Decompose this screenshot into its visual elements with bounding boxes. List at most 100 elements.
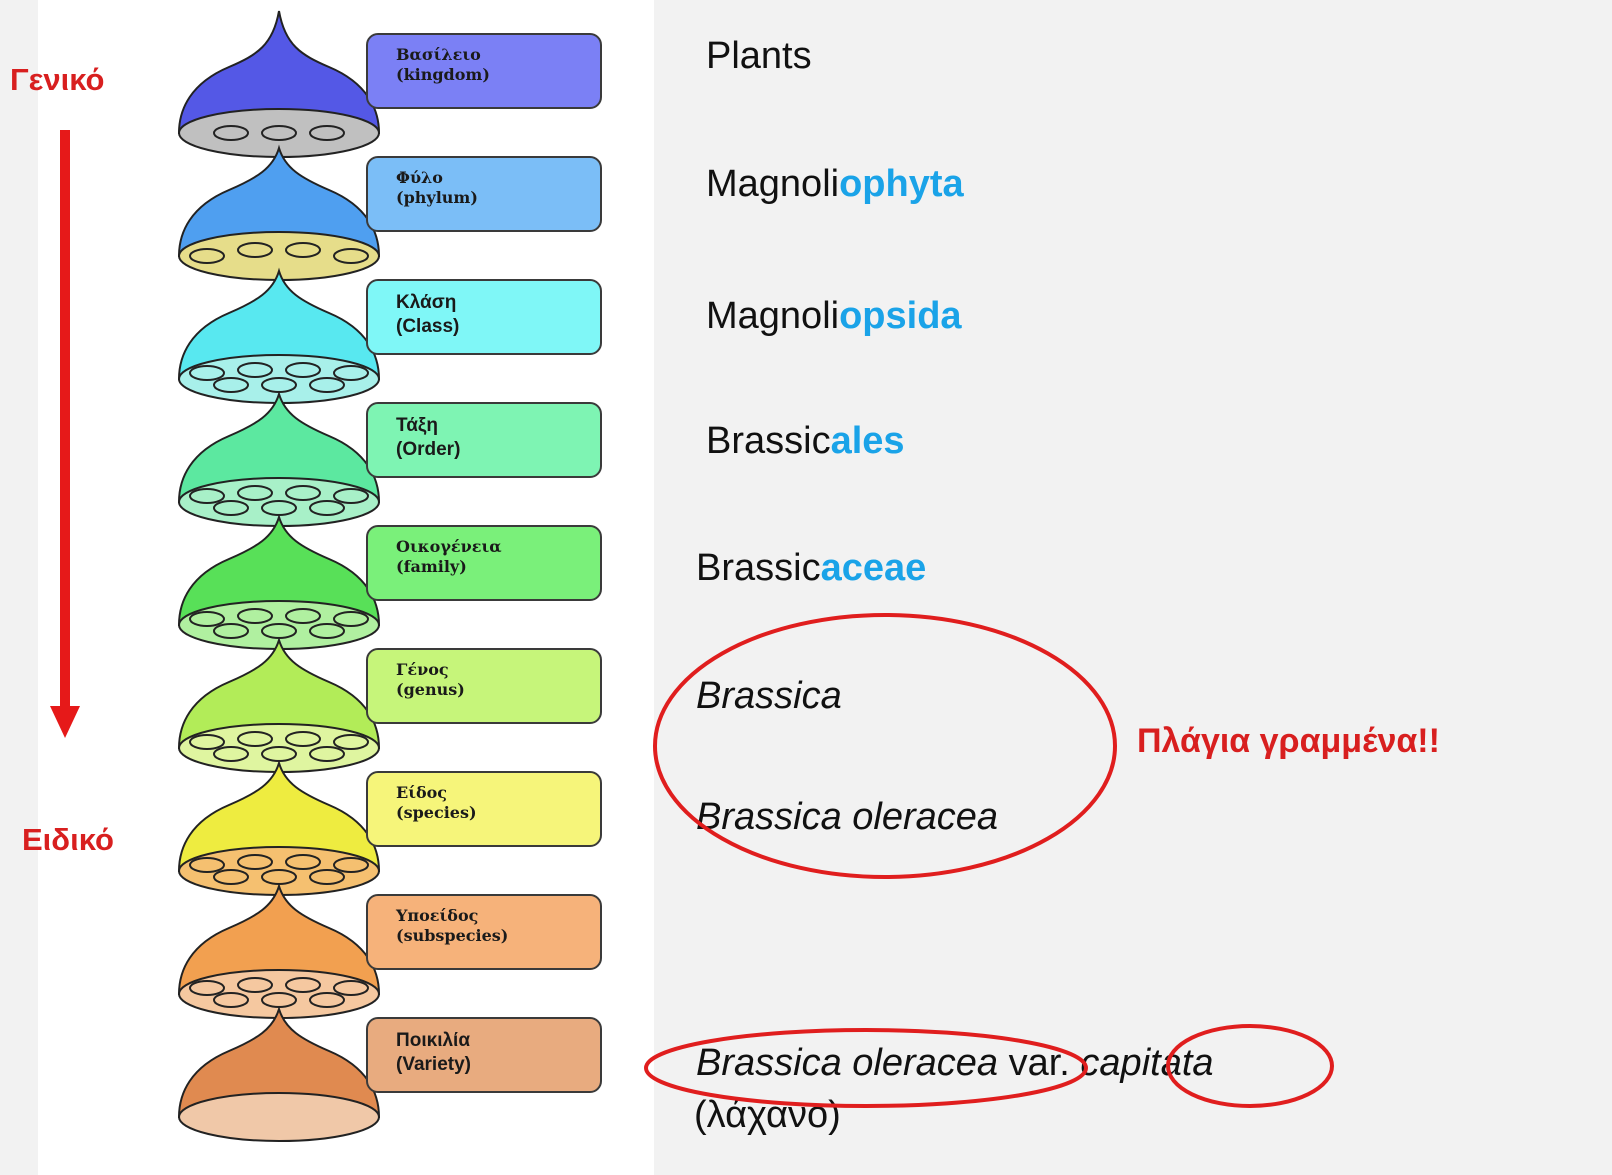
rank-bulb-5	[177, 513, 381, 650]
bulb-cell	[189, 980, 225, 996]
rank-bulb-7	[177, 759, 381, 896]
bulb-cell	[333, 488, 369, 504]
taxon-class: Magnoliopsida	[706, 295, 962, 338]
taxon-phylum-suffix: ophyta	[839, 163, 964, 205]
taxon-kingdom: Plants	[706, 35, 812, 78]
bulb-cell	[189, 248, 225, 264]
rank-name: Οικογένεια	[396, 537, 502, 556]
rank-name: Τάξη	[396, 415, 438, 436]
rank-english-name: (kingdom)	[396, 65, 490, 84]
bulb-cell	[237, 854, 273, 870]
bulb-cell	[213, 623, 249, 639]
rank-bulb-2	[177, 144, 381, 281]
italic-note: Πλάγια γραμμένα!!	[1137, 722, 1440, 760]
rank-box-6: Γένος(genus)	[366, 648, 602, 724]
bulb-cell	[261, 377, 297, 393]
rank-english-name: (Order)	[396, 438, 461, 460]
bulb-cell	[189, 488, 225, 504]
bulb-cell	[333, 248, 369, 264]
taxon-class-suffix: opsida	[839, 295, 962, 337]
bulb-cell	[261, 746, 297, 762]
bulb-cell	[237, 242, 273, 258]
bulb-cell	[309, 869, 345, 885]
bulb-cell	[285, 485, 321, 501]
bulb-cell	[285, 854, 321, 870]
bulb-cell	[333, 734, 369, 750]
bulb-cell	[309, 125, 345, 141]
bulb-cell	[333, 980, 369, 996]
rank-box-7: Είδος(species)	[366, 771, 602, 847]
bulb-cell	[285, 731, 321, 747]
bulb-cell	[237, 362, 273, 378]
bulb-cell	[261, 125, 297, 141]
taxon-order: Brassicales	[706, 420, 905, 463]
taxon-variety-common: (λάχανο)	[694, 1094, 841, 1136]
bulb-cell	[285, 362, 321, 378]
taxon-order-root: Brassic	[706, 420, 831, 462]
bulb-cell	[309, 500, 345, 516]
taxon-phylum: Magnoliophyta	[706, 163, 964, 206]
bulb-cell	[261, 500, 297, 516]
rank-box-8: Υποείδος(subspecies)	[366, 894, 602, 970]
rank-box-1: Βασίλειο(kingdom)	[366, 33, 602, 109]
taxon-genus: Brassica	[696, 675, 842, 717]
rank-box-4: Τάξη(Order)	[366, 402, 602, 478]
bulb-cell	[309, 377, 345, 393]
bulb-cell	[285, 242, 321, 258]
rank-box-5: Οικογένεια(family)	[366, 525, 602, 601]
taxon-family-root: Brassic	[696, 547, 821, 589]
rank-name: Υποείδος	[396, 906, 479, 925]
bulb-cell	[333, 611, 369, 627]
rank-name: Γένος	[396, 660, 449, 679]
bulb-cell	[213, 377, 249, 393]
taxon-order-suffix: ales	[830, 420, 905, 462]
down-arrow-icon	[50, 130, 80, 738]
bulb-cell	[213, 869, 249, 885]
bulb-cell	[309, 623, 345, 639]
bulb-cell	[237, 977, 273, 993]
bulb-cell	[309, 746, 345, 762]
rank-bulb-8	[177, 882, 381, 1019]
bulb-base	[178, 1092, 380, 1142]
bulb-cell	[213, 125, 249, 141]
taxon-variety-connector: var.	[1008, 1042, 1070, 1084]
taxon-variety-epithet: capitata	[1080, 1042, 1214, 1084]
bulb-cell	[237, 485, 273, 501]
bulb-cell	[189, 857, 225, 873]
taxon-variety: Brassica oleracea var. capitata	[696, 1042, 1214, 1085]
rank-english-name: (genus)	[396, 680, 465, 699]
taxon-family-suffix: aceae	[820, 547, 927, 589]
taxon-kingdom-text: Plants	[706, 35, 812, 77]
bulb-cell	[285, 977, 321, 993]
bulb-cell	[237, 731, 273, 747]
rank-bulb-4	[177, 390, 381, 527]
rank-bulb-9	[177, 1005, 381, 1142]
bulb-cell	[237, 608, 273, 624]
bulb-cell	[213, 746, 249, 762]
bulb-cell	[213, 992, 249, 1008]
rank-name: Ποικιλία	[396, 1030, 471, 1051]
taxon-variety-species: Brassica oleracea	[696, 1042, 999, 1084]
bulb-cell	[333, 365, 369, 381]
rank-bulb-3	[177, 267, 381, 404]
rank-box-9: Ποικιλία(Variety)	[366, 1017, 602, 1093]
bulb-cell	[189, 734, 225, 750]
rank-english-name: (family)	[396, 557, 467, 576]
rank-bulb-6	[177, 636, 381, 773]
bulb-cell	[261, 869, 297, 885]
bulb-cell	[333, 857, 369, 873]
taxon-species: Brassica oleracea	[696, 796, 999, 838]
rank-english-name: (Class)	[396, 315, 460, 337]
rank-name: Βασίλειο	[396, 45, 481, 64]
rank-english-name: (Variety)	[396, 1053, 471, 1075]
bulb-cell	[285, 608, 321, 624]
general-label: Γενικό	[10, 62, 105, 97]
taxon-family: Brassicaceae	[696, 547, 926, 590]
rank-english-name: (subspecies)	[396, 926, 509, 945]
bulb-cell	[261, 623, 297, 639]
taxon-class-root: Magnoli	[706, 295, 840, 337]
rank-name: Φύλο	[396, 168, 443, 187]
rank-name: Κλάση	[396, 292, 457, 313]
rank-box-2: Φύλο(phylum)	[366, 156, 602, 232]
